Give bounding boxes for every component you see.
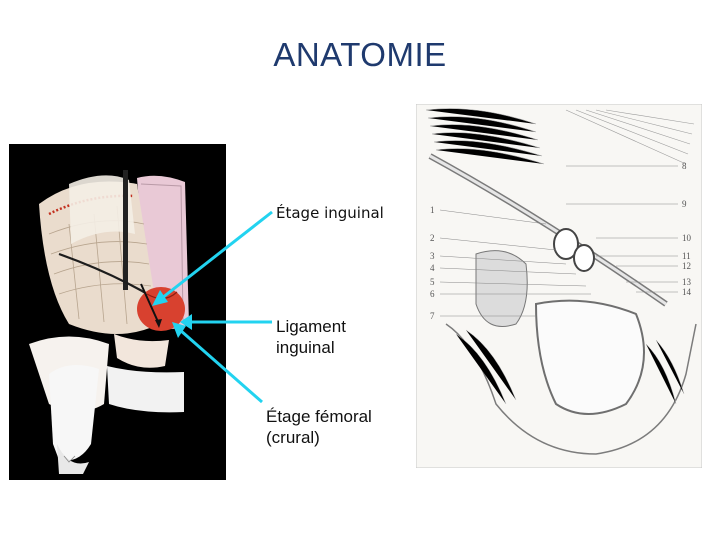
left-anatomy-illustration: [9, 144, 226, 480]
figure-number: 8: [682, 161, 687, 171]
label-etage-inguinal-text: Étage inguinal: [276, 204, 384, 222]
figure-number: 1: [430, 205, 435, 215]
figure-number: 6: [430, 289, 435, 299]
right-anatomy-engraving: 1 2 3 4 5 6 7 8 9 10 11 12 13 14: [416, 104, 702, 468]
label-ligament-line1: Ligament: [276, 317, 346, 336]
figure-number: 3: [430, 251, 435, 261]
figure-number: 9: [682, 199, 687, 209]
figure-number: 11: [682, 251, 691, 261]
figure-number: 10: [682, 233, 692, 243]
figure-number: 5: [430, 277, 435, 287]
label-etage-inguinal: Étage inguinal: [276, 204, 384, 223]
figure-number: 13: [682, 277, 692, 287]
label-etage-femoral: Étage fémoral (crural): [266, 406, 372, 449]
figure-number: 7: [430, 311, 435, 321]
figure-number: 14: [682, 287, 692, 297]
figure-number: 2: [430, 233, 435, 243]
figure-number: 4: [430, 263, 435, 273]
label-femoral-line2: (crural): [266, 428, 320, 448]
label-femoral-line1: Étage fémoral: [266, 407, 372, 426]
figure-number: 12: [682, 261, 691, 271]
label-ligament-line2: inguinal: [276, 338, 335, 358]
page-title: ANATOMIE: [273, 36, 447, 73]
label-ligament-inguinal: Ligament inguinal: [276, 316, 346, 359]
